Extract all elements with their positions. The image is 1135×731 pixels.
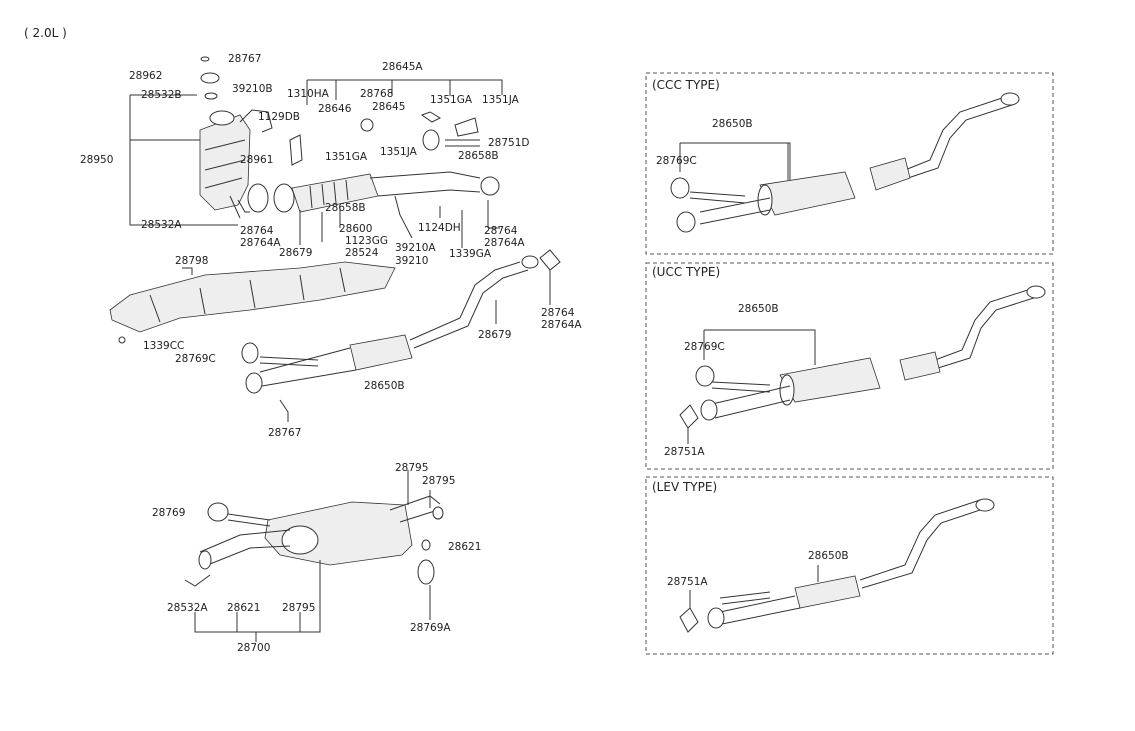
ucc-type-label: (UCC TYPE)	[652, 265, 720, 279]
main-muffler-assembly	[184, 470, 444, 642]
callout-28621-bottom: 28621	[227, 602, 260, 614]
callout-28764A-center: 28764A	[541, 319, 582, 331]
callout-28769C: 28769C	[175, 353, 216, 365]
lev-type-label: (LEV TYPE)	[652, 480, 717, 494]
callout-1123GG: 1123GG	[345, 235, 388, 247]
callout-1351GA-mid: 1351GA	[325, 151, 368, 163]
lev-callout-28650B: 28650B	[808, 550, 849, 562]
ucc-pipe-assembly	[679, 285, 1046, 444]
callout-28768: 28768	[360, 88, 393, 100]
callout-28764A-left: 28764A	[240, 237, 281, 249]
callout-28650B: 28650B	[364, 380, 405, 392]
callout-28795-bottom: 28795	[282, 602, 315, 614]
callout-28764-right: 28764	[484, 225, 518, 237]
callout-28679-lower: 28679	[478, 329, 511, 341]
callout-39210B: 39210B	[232, 83, 273, 95]
callout-28961: 28961	[240, 154, 273, 166]
callout-1339GA: 1339GA	[449, 248, 492, 260]
callout-28600: 28600	[339, 223, 372, 235]
lev-callout-28751A: 28751A	[667, 576, 708, 588]
ccc-pipe-assembly	[670, 92, 1020, 233]
callout-28532A: 28532A	[141, 219, 182, 231]
callout-28524: 28524	[345, 247, 379, 259]
callout-28645: 28645	[372, 101, 405, 113]
callout-1351JA-mid: 1351JA	[380, 146, 418, 158]
ucc-callout-28650B: 28650B	[738, 303, 779, 315]
callout-28769A: 28769A	[410, 622, 451, 634]
callout-28764-center: 28764	[541, 307, 575, 319]
callout-28795-top: 28795	[395, 462, 428, 474]
lev-type-panel	[645, 476, 1054, 655]
callout-28532B: 28532B	[141, 89, 182, 101]
center-pipe-assembly	[241, 249, 561, 422]
callout-28532A-lower: 28532A	[167, 602, 208, 614]
ccc-type-label: (CCC TYPE)	[652, 78, 720, 92]
callout-28962: 28962	[129, 70, 162, 82]
lev-pipe-assembly	[679, 498, 995, 633]
callout-28769: 28769	[152, 507, 185, 519]
callout-28795-mid: 28795	[422, 475, 455, 487]
callout-28764-left: 28764	[240, 225, 274, 237]
ccc-type-panel	[645, 72, 1054, 255]
callout-28950: 28950	[80, 154, 113, 166]
callout-1310HA: 1310HA	[287, 88, 330, 100]
callout-28646: 28646	[318, 103, 352, 115]
callout-1351GA-top: 1351GA	[430, 94, 473, 106]
callout-39210A: 39210A	[395, 242, 436, 254]
callout-28700: 28700	[237, 642, 270, 654]
front-exhaust-assembly	[129, 56, 503, 248]
callout-28658B-lower: 28658B	[325, 202, 366, 214]
ccc-callout-28650B: 28650B	[712, 118, 753, 130]
callout-28767-top: 28767	[228, 53, 261, 65]
callout-28658B: 28658B	[458, 150, 499, 162]
callout-1124DH: 1124DH	[418, 222, 461, 234]
ucc-callout-28751A: 28751A	[664, 446, 705, 458]
callout-28798: 28798	[175, 255, 208, 267]
callout-1339CC: 1339CC	[143, 340, 184, 352]
callout-28767-bottom: 28767	[268, 427, 301, 439]
callout-28621-right: 28621	[448, 541, 481, 553]
callout-28764A-right: 28764A	[484, 237, 525, 249]
engine-title: ( 2.0L )	[24, 26, 67, 40]
ccc-callout-28769C: 28769C	[656, 155, 697, 167]
callout-28679-upper: 28679	[279, 247, 312, 259]
callout-28751D: 28751D	[488, 137, 530, 149]
heat-protector	[109, 261, 396, 344]
callout-39210: 39210	[395, 255, 428, 267]
callout-1351JA-top: 1351JA	[482, 94, 520, 106]
callout-1129DB: 1129DB	[258, 111, 300, 123]
callout-28645A: 28645A	[382, 61, 423, 73]
ucc-type-panel	[645, 262, 1054, 470]
ucc-callout-28769C: 28769C	[684, 341, 725, 353]
